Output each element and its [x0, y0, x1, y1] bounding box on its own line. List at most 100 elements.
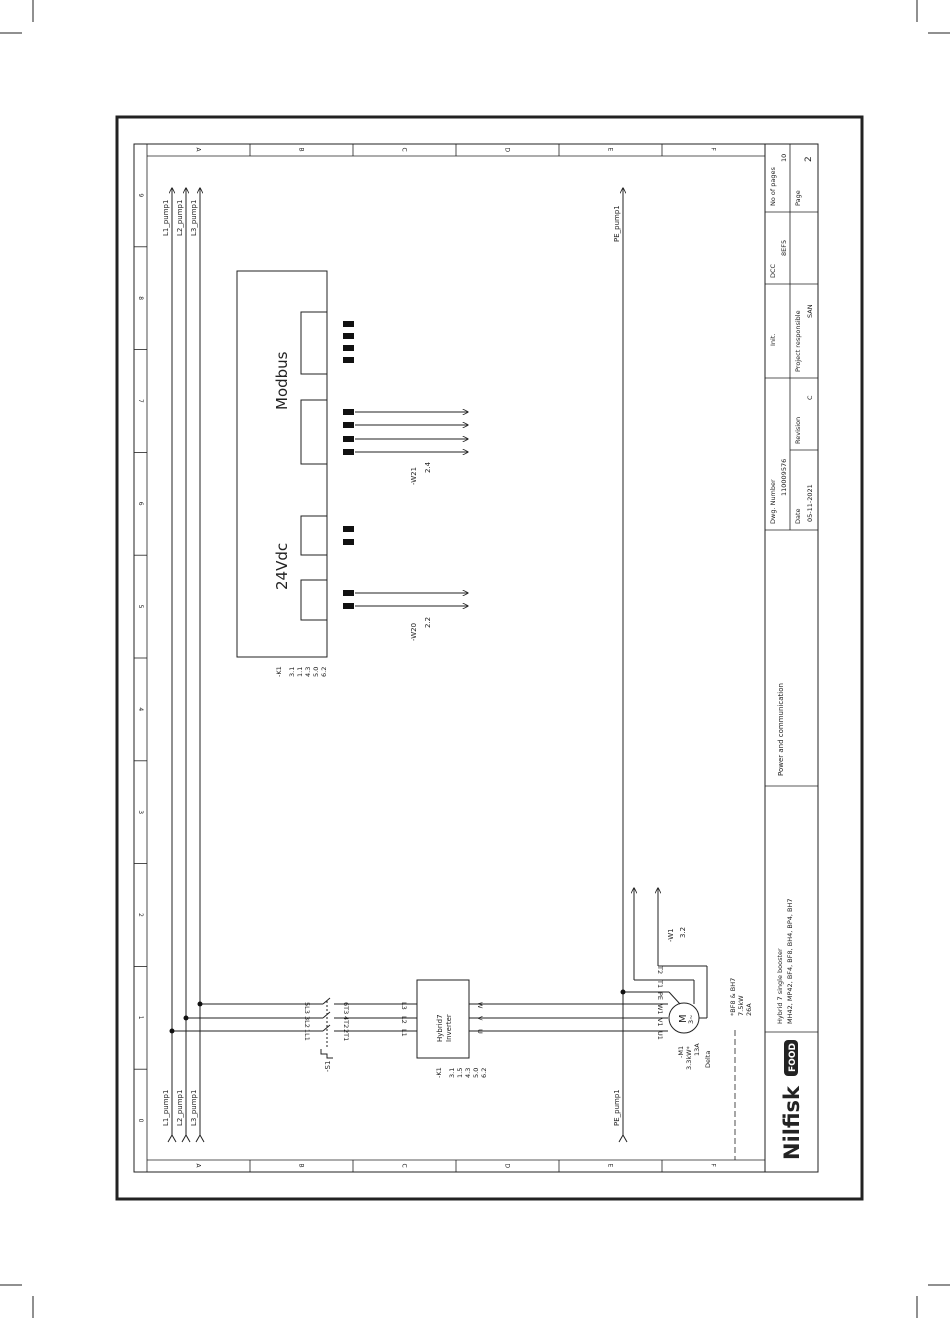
motor-note-text: *BF8 & BH7 7.5kW 26A [729, 978, 753, 1016]
nilfisk-logo-text: Nilfisk [780, 1085, 804, 1160]
w20-ref: 2.2 [424, 617, 432, 628]
column-zone-label: 0 [137, 1119, 144, 1123]
dcc-label: DCC [769, 263, 777, 278]
k1-ref-4: 5.0 [312, 667, 320, 677]
power-connector-pins-bottom [343, 590, 354, 609]
k1-ref-3: 4.3 [304, 667, 312, 677]
w1-label: -W1 [667, 928, 675, 942]
title-block [765, 144, 818, 1033]
inverter-term-l2: L2 [400, 1016, 408, 1024]
init-label: Init. [769, 334, 777, 346]
row-zone-label-top: E [607, 148, 614, 152]
row-zone-label-bottom: F [710, 1164, 717, 1168]
power-24vdc-label: 24Vdc [273, 543, 291, 590]
power-circuit [172, 888, 708, 1059]
row-zone-ticks [249, 144, 663, 1172]
inverter-term-l3: L3 [400, 1002, 408, 1010]
s1-term-2t1: 2T1 [342, 1029, 350, 1041]
motor-line-2: 13A [693, 1043, 701, 1056]
wire-label-l2-bottom: L2_pump1 [176, 1090, 184, 1126]
row-zone-label-top: D [504, 148, 511, 153]
project-responsible-value: SAN [806, 304, 814, 318]
column-zone-label: 8 [137, 296, 144, 300]
column-zone-label: 9 [137, 193, 144, 197]
inverter-term-u: U [476, 1029, 484, 1034]
pe-wire [618, 188, 628, 1143]
k1-ref-2: 1.1 [296, 667, 304, 677]
motor-rating-text: -M1 3.3kW* 13A Delta [677, 1043, 712, 1070]
motor-note-0: *BF8 & BH7 [729, 978, 737, 1016]
row-zone-label-bottom: C [401, 1164, 408, 1168]
supply-wires [167, 188, 205, 1143]
column-zone-label: 6 [137, 502, 144, 506]
inverter-label-2: Inverter [445, 1014, 453, 1042]
w21-cable [355, 412, 468, 452]
inverter-term-v: V [476, 1016, 484, 1021]
no-of-pages-label: No of pages [769, 167, 777, 206]
product-line-1: Hybrid 7 single booster [776, 948, 784, 1024]
wire-label-l2-top: L2_pump1 [176, 200, 184, 236]
w20-cable [355, 593, 468, 606]
s1-term-1l1: 1L1 [303, 1029, 311, 1041]
column-zone-label: 1 [137, 1016, 144, 1020]
s1-term-5l3: 5L3 [303, 1002, 311, 1014]
w21-label: -W21 [410, 467, 418, 485]
food-badge [784, 1040, 798, 1076]
pe-label-bottom: PE_pump1 [613, 1089, 621, 1126]
row-zone-label-bottom: B [298, 1164, 305, 1168]
wire-label-l3-bottom: L3_pump1 [190, 1090, 198, 1126]
inverter-label-1: Hybrid7 [436, 1014, 444, 1042]
nilfisk-logo: Nilfisk FOOD [780, 1040, 804, 1160]
column-zone-label: 2 [137, 913, 144, 917]
wire-labels-bottom: L1_pump1 L2_pump1 L3_pump1 [162, 1090, 198, 1126]
row-zone-label-bottom: A [195, 1164, 202, 1169]
revision-value: C [806, 395, 814, 400]
inverter-ref-1: 3.1 [448, 1068, 456, 1078]
inverter-ref-3: 4.3 [464, 1068, 472, 1078]
motor-term-w1: W1 [656, 1004, 664, 1015]
revision-label: Revision [794, 417, 802, 444]
motor-terminals: T2 T1 PE W1 V1 U1 [656, 965, 664, 1040]
dwg-number-value: 110009576 [780, 459, 788, 496]
row-zone-label-top: B [298, 148, 305, 152]
row-zone-label-top: F [710, 148, 717, 152]
motor-term-pe: PE [656, 992, 664, 1000]
wire-label-l1-top: L1_pump1 [162, 200, 170, 236]
motor-term-t1: T1 [656, 979, 664, 988]
date-label: Date [794, 508, 802, 524]
junction-dots [169, 989, 626, 1034]
no-of-pages-value: 10 [780, 154, 788, 162]
inverter-term-w: W [476, 1002, 484, 1009]
row-zone-label-bottom: E [607, 1164, 614, 1168]
column-zone-ticks [134, 246, 147, 1070]
inverter-terminals: L3 L2 L1 W V U [400, 1002, 484, 1037]
column-zone-label: 5 [137, 605, 144, 609]
s1-term-3l2: 3L2 [303, 1016, 311, 1028]
column-zone-label: 7 [137, 399, 144, 403]
wire-label-l3-top: L3_pump1 [190, 200, 198, 236]
power-connector-pins-top [343, 526, 354, 545]
inverter-ref-2: 1.5 [456, 1068, 464, 1078]
k1-controller-block [236, 270, 328, 658]
page-value: 2 [804, 156, 814, 162]
w20-label: -W20 [410, 623, 418, 641]
row-zone-label-top: A [195, 148, 202, 153]
date-value: 05-11-2021 [806, 484, 814, 522]
modbus-connector-pins-top [343, 321, 354, 363]
column-zone-label: 4 [137, 707, 144, 711]
outer-frame [115, 115, 864, 1201]
motor-term-v1: V1 [656, 1018, 664, 1027]
motor-line-3: Delta [704, 1051, 712, 1068]
modbus-connector-pins-bottom [343, 409, 354, 455]
k1-ref-5: 6.2 [320, 667, 328, 677]
page-label: Page [794, 190, 802, 206]
row-zone-label-top: C [401, 148, 408, 152]
food-badge-text: FOOD [788, 1043, 798, 1072]
wire-labels-top: L1_pump1 L2_pump1 L3_pump1 [162, 200, 198, 236]
dcc-value: 8EF5 [780, 240, 788, 256]
motor-note-2: 26A [745, 1003, 753, 1016]
s1-term-6t3: 6T3 [342, 1002, 350, 1014]
motor-line-0: -M1 [677, 1046, 685, 1058]
